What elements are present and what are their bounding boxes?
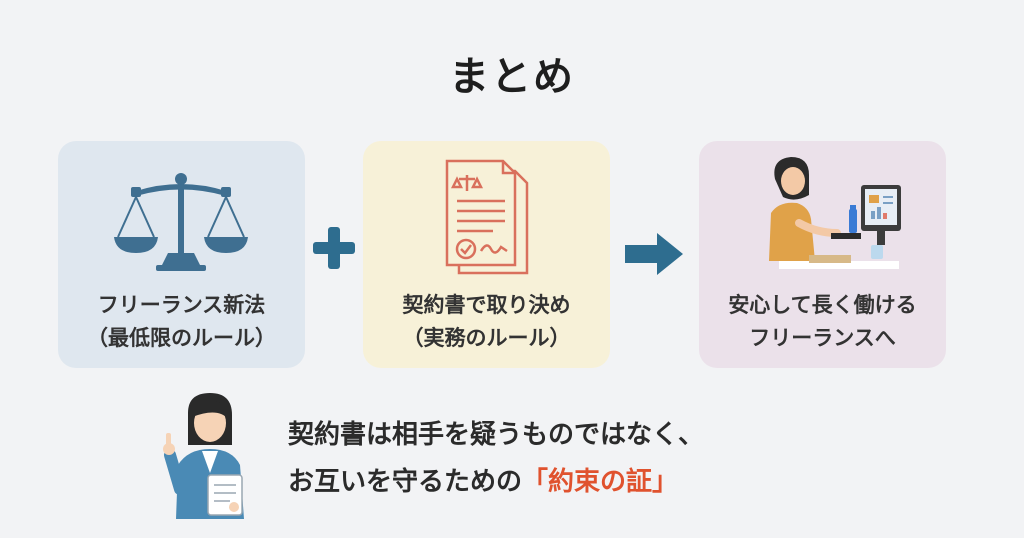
card-result: 安心して長く働ける フリーランスへ bbox=[699, 141, 946, 368]
businesswoman-pointing-icon bbox=[163, 393, 244, 519]
card-contract-label: 契約書で取り決め （実務のルール） bbox=[363, 289, 610, 355]
card-label-line1: 契約書で取り決め bbox=[402, 293, 571, 317]
card-label-line1: フリーランス新法 bbox=[97, 293, 266, 317]
summary-line2-accent: 「約束の証」 bbox=[522, 467, 679, 497]
card-label-line2: フリーランスへ bbox=[749, 326, 896, 350]
card-label-line2: （最低限のルール） bbox=[87, 326, 276, 350]
card-label-line2: （実務のルール） bbox=[402, 326, 571, 350]
page-title: まとめ bbox=[449, 54, 575, 100]
summary-message-line2: お互いを守るための「約束の証」 bbox=[288, 459, 704, 506]
contract-document-icon bbox=[445, 159, 529, 275]
card-freelance-law: フリーランス新法 （最低限のルール） bbox=[58, 141, 305, 368]
summary-message-line1: 契約書は相手を疑うものではなく、 bbox=[288, 412, 704, 459]
arrow-right-icon bbox=[625, 233, 683, 275]
scales-of-justice-icon bbox=[114, 173, 248, 271]
summary-message: 契約書は相手を疑うものではなく、 お互いを守るための「約束の証」 bbox=[288, 412, 704, 506]
woman-working-at-computer-icon bbox=[769, 157, 901, 269]
card-freelance-law-label: フリーランス新法 （最低限のルール） bbox=[58, 289, 305, 355]
card-result-label: 安心して長く働ける フリーランスへ bbox=[699, 289, 946, 355]
plus-icon bbox=[313, 227, 355, 269]
card-contract: 契約書で取り決め （実務のルール） bbox=[363, 141, 610, 368]
summary-line1-text: 契約書は相手を疑うものではなく、 bbox=[288, 420, 705, 450]
card-label-line1: 安心して長く働ける bbox=[728, 293, 917, 317]
summary-line2-prefix: お互いを守るための bbox=[288, 467, 523, 497]
